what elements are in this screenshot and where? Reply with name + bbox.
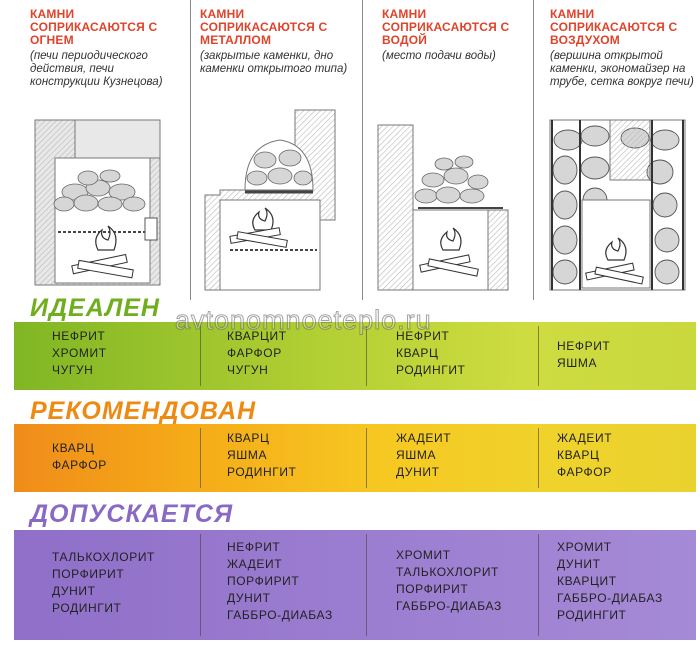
stone-name: РОДИНГИТ [396, 363, 466, 377]
stone-name: КВАРЦИТ [557, 574, 617, 588]
stone-name: ГАББРО-ДИАБАЗ [396, 599, 502, 613]
column-note: (место подачи воды) [382, 50, 496, 62]
category-band-recommended: КВАРЦ ФАРФОР КВАРЦ ЯШМА РОДИНГИТ ЖАДЕИТ … [14, 424, 696, 492]
column-header-air: КАМНИ СОПРИКАСАЮТСЯ С ВОЗДУХОМ (вершина … [550, 8, 695, 89]
category-label-recommended: РЕКОМЕНДОВАН [30, 397, 257, 425]
stone-name: НЕФРИТ [396, 329, 450, 343]
band-divider [366, 534, 367, 636]
stone-name: ФАРФОР [227, 346, 282, 360]
stone-name: ЖАДЕИТ [557, 431, 613, 445]
stone-list: НЕФРИТ ЖАДЕИТ ПОРФИРИТ ДУНИТ ГАББРО-ДИАБ… [227, 539, 333, 624]
stone-list: ХРОМИТ ДУНИТ КВАРЦИТ ГАББРО-ДИАБАЗ РОДИН… [557, 539, 663, 624]
stone-name: ДУНИТ [52, 584, 96, 598]
stone-name: РОДИНГИТ [557, 608, 627, 622]
stone-name: НЕФРИТ [227, 540, 281, 554]
stone-name: ФАРФОР [557, 465, 612, 479]
column-note: (закрытые каменки, дно каменки открытого… [200, 50, 348, 75]
stone-name: ГАББРО-ДИАБАЗ [557, 591, 663, 605]
stone-list: НЕФРИТ КВАРЦ РОДИНГИТ [396, 328, 465, 379]
stone-name: ХРОМИТ [557, 540, 612, 554]
band-divider [200, 326, 201, 386]
column-title: КАМНИ СОПРИКАСАЮТСЯ С ВОДОЙ [382, 7, 510, 47]
band-divider [538, 534, 539, 636]
stone-name: НЕФРИТ [557, 339, 611, 353]
band-divider [200, 534, 201, 636]
stone-name: ЖАДЕИТ [227, 557, 283, 571]
band-divider [200, 428, 201, 488]
category-band-allowed: ТАЛЬКОХЛОРИТ ПОРФИРИТ ДУНИТ РОДИНГИТ НЕФ… [14, 530, 696, 640]
stone-name: ТАЛЬКОХЛОРИТ [396, 565, 499, 579]
stone-name: РОДИНГИТ [52, 601, 122, 615]
stone-name: ХРОМИТ [396, 548, 451, 562]
stone-name: ПОРФИРИТ [227, 574, 300, 588]
stone-name: ДУНИТ [227, 591, 271, 605]
column-title: КАМНИ СОПРИКАСАЮТСЯ С ВОЗДУХОМ [550, 7, 678, 47]
stone-list: ХРОМИТ ТАЛЬКОХЛОРИТ ПОРФИРИТ ГАББРО-ДИАБ… [396, 547, 502, 615]
stone-name: ПОРФИРИТ [52, 567, 125, 581]
stone-list: КВАРЦИТ ФАРФОР ЧУГУН [227, 328, 287, 379]
category-label-ideal: ИДЕАЛЕН [30, 294, 160, 322]
stone-list: ТАЛЬКОХЛОРИТ ПОРФИРИТ ДУНИТ РОДИНГИТ [52, 549, 155, 617]
stone-list: НЕФРИТ ХРОМИТ ЧУГУН [52, 328, 107, 379]
stone-list: НЕФРИТ ЯШМА [557, 338, 610, 372]
stone-name: ЖАДЕИТ [396, 431, 452, 445]
stone-name: ДУНИТ [557, 557, 601, 571]
stone-name: ЯШМА [227, 448, 268, 462]
stone-name: КВАРЦ [227, 431, 270, 445]
stove-fire-illustration [34, 119, 161, 286]
column-note: (вершина открытой каменки, экономайзер н… [550, 50, 694, 88]
stone-name: ЯШМА [557, 356, 598, 370]
band-divider [366, 428, 367, 488]
column-divider [362, 0, 363, 300]
stone-name: КВАРЦ [396, 346, 439, 360]
column-divider [190, 0, 191, 300]
stone-name: ЧУГУН [227, 363, 269, 377]
stone-name: ГАББРО-ДИАБАЗ [227, 608, 333, 622]
stone-name: ЯШМА [396, 448, 437, 462]
column-title: КАМНИ СОПРИКАСАЮТСЯ С ОГНЕМ [30, 7, 158, 47]
stone-name: ЧУГУН [52, 363, 94, 377]
band-divider [366, 326, 367, 386]
stone-name: ХРОМИТ [52, 346, 107, 360]
stove-air-illustration [549, 119, 686, 291]
watermark: avtonomnoeteplo.ru [175, 305, 432, 336]
stove-water-illustration [377, 124, 509, 291]
stone-name: ФАРФОР [52, 458, 107, 472]
column-header-water: КАМНИ СОПРИКАСАЮТСЯ С ВОДОЙ (место подач… [382, 8, 527, 63]
category-band-ideal: НЕФРИТ ХРОМИТ ЧУГУН КВАРЦИТ ФАРФОР ЧУГУН… [14, 322, 696, 390]
stone-name: НЕФРИТ [52, 329, 106, 343]
column-title: КАМНИ СОПРИКАСАЮТСЯ С МЕТАЛЛОМ [200, 7, 328, 47]
stone-list: ЖАДЕИТ КВАРЦ ФАРФОР [557, 430, 612, 481]
stone-list: ЖАДЕИТ ЯШМА ДУНИТ [396, 430, 451, 481]
stone-name: ПОРФИРИТ [396, 582, 469, 596]
stone-name: КВАРЦИТ [227, 329, 287, 343]
band-divider [538, 428, 539, 488]
stone-name: КВАРЦ [557, 448, 600, 462]
stone-name: ТАЛЬКОХЛОРИТ [52, 550, 155, 564]
category-label-allowed: ДОПУСКАЕТСЯ [30, 500, 234, 528]
column-divider [533, 0, 534, 300]
stone-name: ДУНИТ [396, 465, 440, 479]
stove-metal-illustration [204, 109, 336, 291]
stone-list: КВАРЦ ЯШМА РОДИНГИТ [227, 430, 296, 481]
band-divider [538, 326, 539, 386]
column-header-metal: КАМНИ СОПРИКАСАЮТСЯ С МЕТАЛЛОМ (закрытые… [200, 8, 350, 76]
column-header-fire: КАМНИ СОПРИКАСАЮТСЯ С ОГНЕМ (печи период… [30, 8, 185, 89]
stone-name: РОДИНГИТ [227, 465, 297, 479]
column-note: (печи периодического действия, печи конс… [30, 50, 163, 88]
stone-name: КВАРЦ [52, 441, 95, 455]
stone-list: КВАРЦ ФАРФОР [52, 440, 107, 474]
